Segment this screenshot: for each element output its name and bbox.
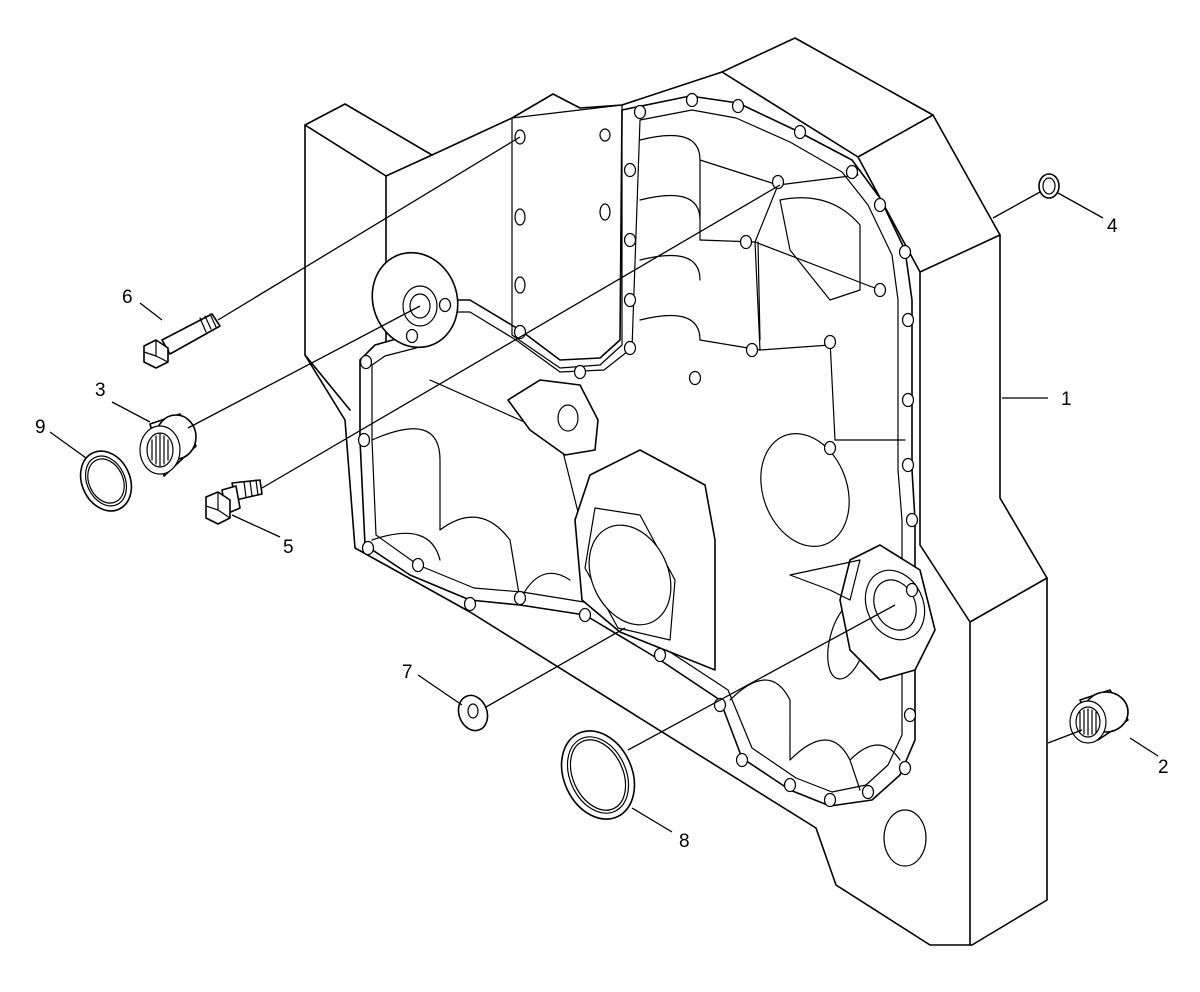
bolt-hole: [783, 777, 797, 793]
leader-6: [139, 136, 521, 321]
bolt-hole: [901, 392, 915, 408]
callout-labels: 1 2 3 4 5 6 7 8 9: [35, 216, 1169, 852]
callout-2: 2: [1158, 757, 1169, 778]
bolt-hole: [901, 312, 915, 328]
bolt-hole: [898, 244, 912, 260]
leader-8: [627, 604, 896, 833]
bolt-hole: [873, 197, 887, 213]
bolt-hole: [623, 340, 637, 356]
leader-lines: [49, 136, 1159, 833]
oil-seal-large: [560, 730, 636, 820]
central-boss-flange: [584, 507, 676, 641]
upper-flange-plate: [511, 104, 623, 369]
bolt-hole: [623, 232, 637, 248]
cavity-opening: [760, 433, 850, 547]
bolt-hole: [873, 282, 887, 298]
callout-5: 5: [283, 537, 294, 558]
bolt-hole: [357, 432, 371, 448]
oil-seal-small: [79, 450, 133, 512]
bolt-hole: [633, 104, 647, 120]
leader-4: [992, 191, 1104, 219]
bolt-hole: [771, 174, 785, 190]
washer: [457, 694, 489, 732]
callout-6: 6: [122, 287, 133, 308]
bolt-hole: [573, 364, 587, 380]
bolt-hole: [739, 234, 753, 250]
bolt-hole: [623, 162, 637, 178]
short-bolt: [205, 479, 263, 525]
leader-9: [49, 431, 87, 459]
mid-boss: [507, 379, 599, 456]
leader-5: [231, 184, 781, 538]
bushing-right: [1069, 689, 1129, 744]
bolt-hole: [903, 707, 917, 723]
callout-1: 1: [1061, 389, 1072, 410]
bolt-hole: [578, 607, 592, 623]
bolt-hole: [405, 328, 419, 344]
bolt-hole: [411, 557, 425, 573]
callout-7: 7: [402, 662, 413, 683]
bolt-hole: [359, 354, 373, 370]
bolt-hole: [731, 98, 745, 114]
bolt-hole: [861, 784, 875, 800]
bolt-hole: [438, 297, 452, 313]
bolt-hole: [653, 647, 667, 663]
bolt-hole: [513, 590, 527, 606]
bolt-hole: [898, 760, 912, 776]
callout-9: 9: [35, 417, 46, 438]
bolt-hole: [685, 92, 699, 108]
bolt-hole: [793, 124, 807, 140]
housing-top-bevel: [721, 71, 1048, 946]
lower-right-ribs: [729, 679, 901, 791]
leader-3: [111, 305, 421, 429]
long-bolt: [143, 313, 221, 369]
leader-7: [417, 627, 626, 708]
callout-3: 3: [95, 380, 106, 401]
callout-8: 8: [679, 831, 690, 852]
gasket-bolt-holes: [357, 92, 919, 808]
o-ring-inner: [1042, 177, 1056, 195]
callout-4: 4: [1107, 216, 1118, 237]
bolt-hole: [463, 596, 477, 612]
leader-2: [1047, 729, 1159, 757]
lower-access-hole: [883, 809, 927, 867]
bolt-hole: [905, 512, 919, 528]
flange-plate-holes: [514, 128, 611, 294]
bolt-hole: [905, 582, 919, 598]
central-boss-bore: [588, 524, 672, 626]
bushing-left: [139, 413, 197, 477]
bolt-hole: [845, 164, 859, 180]
bolt-hole: [901, 457, 915, 473]
bolt-hole: [823, 440, 837, 456]
bolt-hole: [823, 792, 837, 808]
bolt-hole: [823, 334, 837, 350]
lower-web: [789, 559, 861, 601]
gear-housing-cover: [304, 37, 1048, 946]
mid-boss-bore: [557, 404, 579, 432]
bolt-hole: [745, 342, 759, 358]
bolt-hole: [735, 752, 749, 768]
bolt-hole: [623, 292, 637, 308]
bolt-hole: [361, 540, 375, 556]
bolt-hole: [688, 370, 702, 386]
